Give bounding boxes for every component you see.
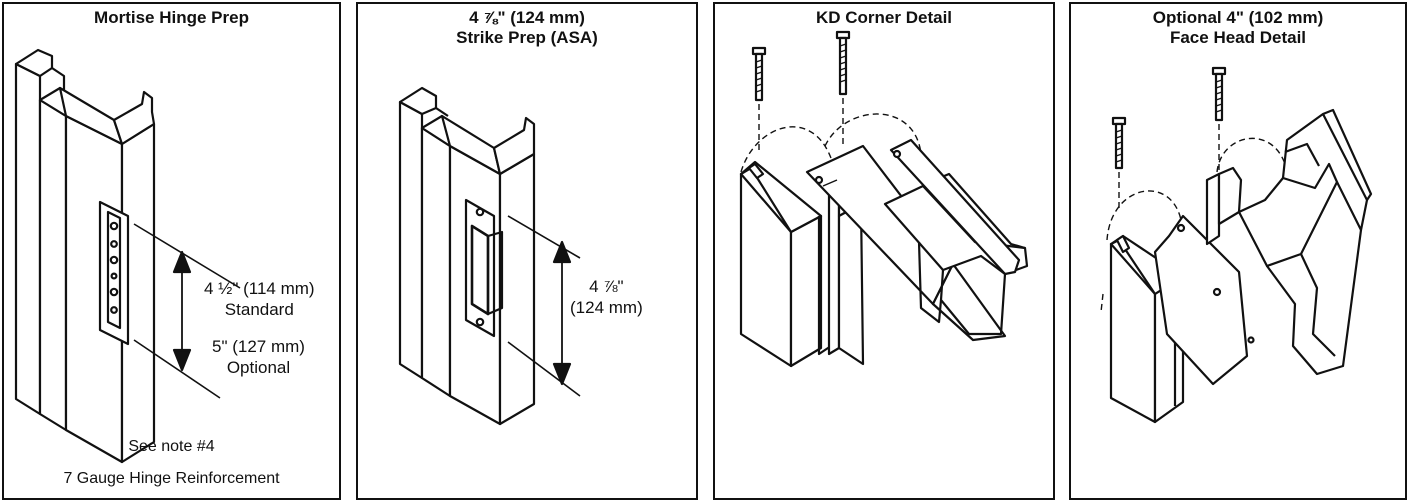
panel-title: 4 ⅞" (124 mm) Strike Prep (ASA)	[358, 8, 696, 48]
title-line: Mortise Hinge Prep	[94, 8, 249, 27]
hinge-frame-illustration	[14, 48, 241, 464]
kd-corner-illustration	[739, 30, 1029, 368]
dimension-label-standard: 4 ½" (114 mm) Standard	[204, 279, 315, 319]
panel-strike-prep: 4 ⅞" (124 mm) Strike Prep (ASA) 4 ⅞" (12…	[356, 2, 698, 500]
title-line: Strike Prep (ASA)	[456, 28, 598, 47]
screw-icon	[751, 46, 767, 102]
title-line: 4 ⅞" (124 mm)	[469, 8, 585, 27]
note-hinge-reinforcement: 7 Gauge Hinge Reinforcement	[63, 470, 280, 487]
title-line: KD Corner Detail	[815, 8, 953, 27]
dimension-label-strike: 4 ⅞" (124 mm)	[570, 277, 643, 317]
panel-title: KD Corner Detail	[715, 8, 1053, 28]
panel-title: Optional 4" (102 mm) Face Head Detail	[1071, 8, 1405, 48]
panel-face-head-detail: Optional 4" (102 mm) Face Head Detail	[1069, 2, 1407, 500]
note-see-note: See note #4	[128, 438, 215, 455]
panel-kd-corner-detail: KD Corner Detail	[713, 2, 1055, 500]
panel-mortise-hinge-prep: Mortise Hinge Prep 4 ½" (114 mm) Standar	[2, 2, 341, 500]
title-line: Optional 4" (102 mm)	[1152, 8, 1324, 27]
title-line: Face Head Detail	[1169, 28, 1307, 47]
screw-icon	[1111, 116, 1127, 170]
panel-title: Mortise Hinge Prep	[4, 8, 339, 28]
dimension-label-optional: 5" (127 mm) Optional	[212, 337, 305, 377]
screw-icon	[1211, 66, 1227, 122]
screw-icon	[835, 30, 851, 96]
face-head-illustration	[1100, 66, 1373, 424]
strike-frame-illustration	[398, 86, 581, 426]
